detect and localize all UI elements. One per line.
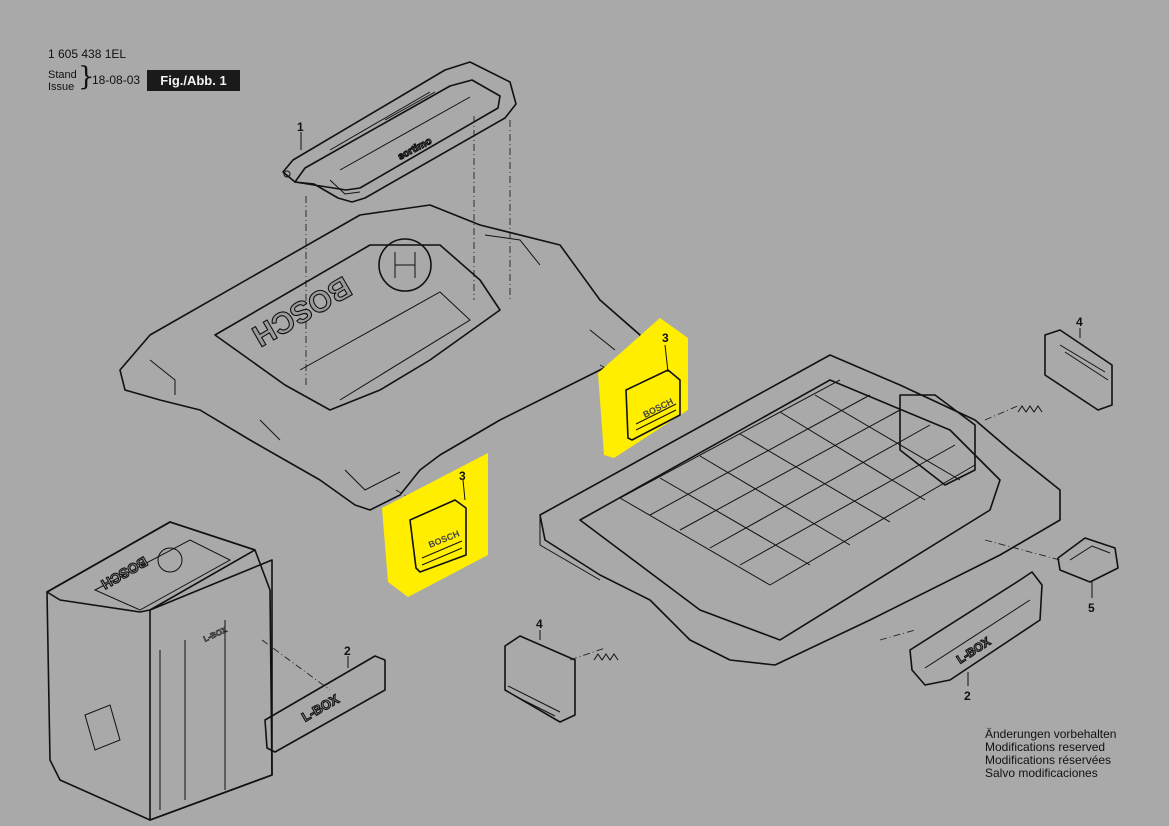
- hinge-cap-part: 5: [1057, 537, 1119, 615]
- side-plate-small-part: L-BOX 2: [264, 644, 386, 753]
- callout-5: 5: [1088, 601, 1095, 615]
- notice-line-de: Änderungen vorbehalten: [985, 727, 1117, 741]
- latch-right-part: 4: [1044, 315, 1113, 411]
- side-handle-large-part: L-BOX 2: [909, 571, 1043, 703]
- issue-date: 18-08-03: [92, 73, 141, 87]
- lower-clip-part: BOSCH 3: [382, 453, 488, 597]
- callout-4-right: 4: [1076, 315, 1083, 329]
- callout-4-left: 4: [536, 617, 543, 631]
- carry-handle-part: sortimo: [282, 61, 517, 203]
- callout-3-lower: 3: [459, 469, 466, 483]
- notice-line-es: Salvo modificaciones: [985, 766, 1098, 780]
- latch-left-part: 4: [504, 617, 576, 723]
- side-handle-large-text: L-BOX: [954, 634, 993, 666]
- callout-2-large: 2: [964, 689, 971, 703]
- callout-2-small: 2: [344, 644, 351, 658]
- notice-line-en: Modifications reserved: [985, 740, 1106, 754]
- lid-part: BOSCH: [119, 204, 641, 511]
- issue-label: Issue: [48, 81, 75, 93]
- spring-right: [1017, 405, 1043, 413]
- callout-3-upper: 3: [662, 331, 669, 345]
- notice-line-fr: Modifications réservées: [985, 753, 1112, 767]
- lbox-part: BOSCH L-BOX: [46, 521, 273, 821]
- lid-brand-text: BOSCH: [246, 270, 356, 353]
- spring-left: [593, 653, 619, 661]
- brace-glyph: }: [78, 62, 95, 92]
- figure-label: Fig./Abb. 1: [147, 70, 240, 91]
- callout-1-group: 1: [297, 120, 304, 150]
- callout-1: 1: [297, 120, 304, 134]
- upper-clip-part: BOSCH 3: [598, 318, 688, 458]
- document-number: 1 605 438 1EL: [48, 47, 127, 61]
- box-brand-text: BOSCH: [99, 554, 151, 593]
- tray-part: [539, 354, 1061, 666]
- stand-label: Stand: [48, 69, 77, 81]
- modification-notice: Änderungen vorbehalten Modifications res…: [985, 728, 1116, 780]
